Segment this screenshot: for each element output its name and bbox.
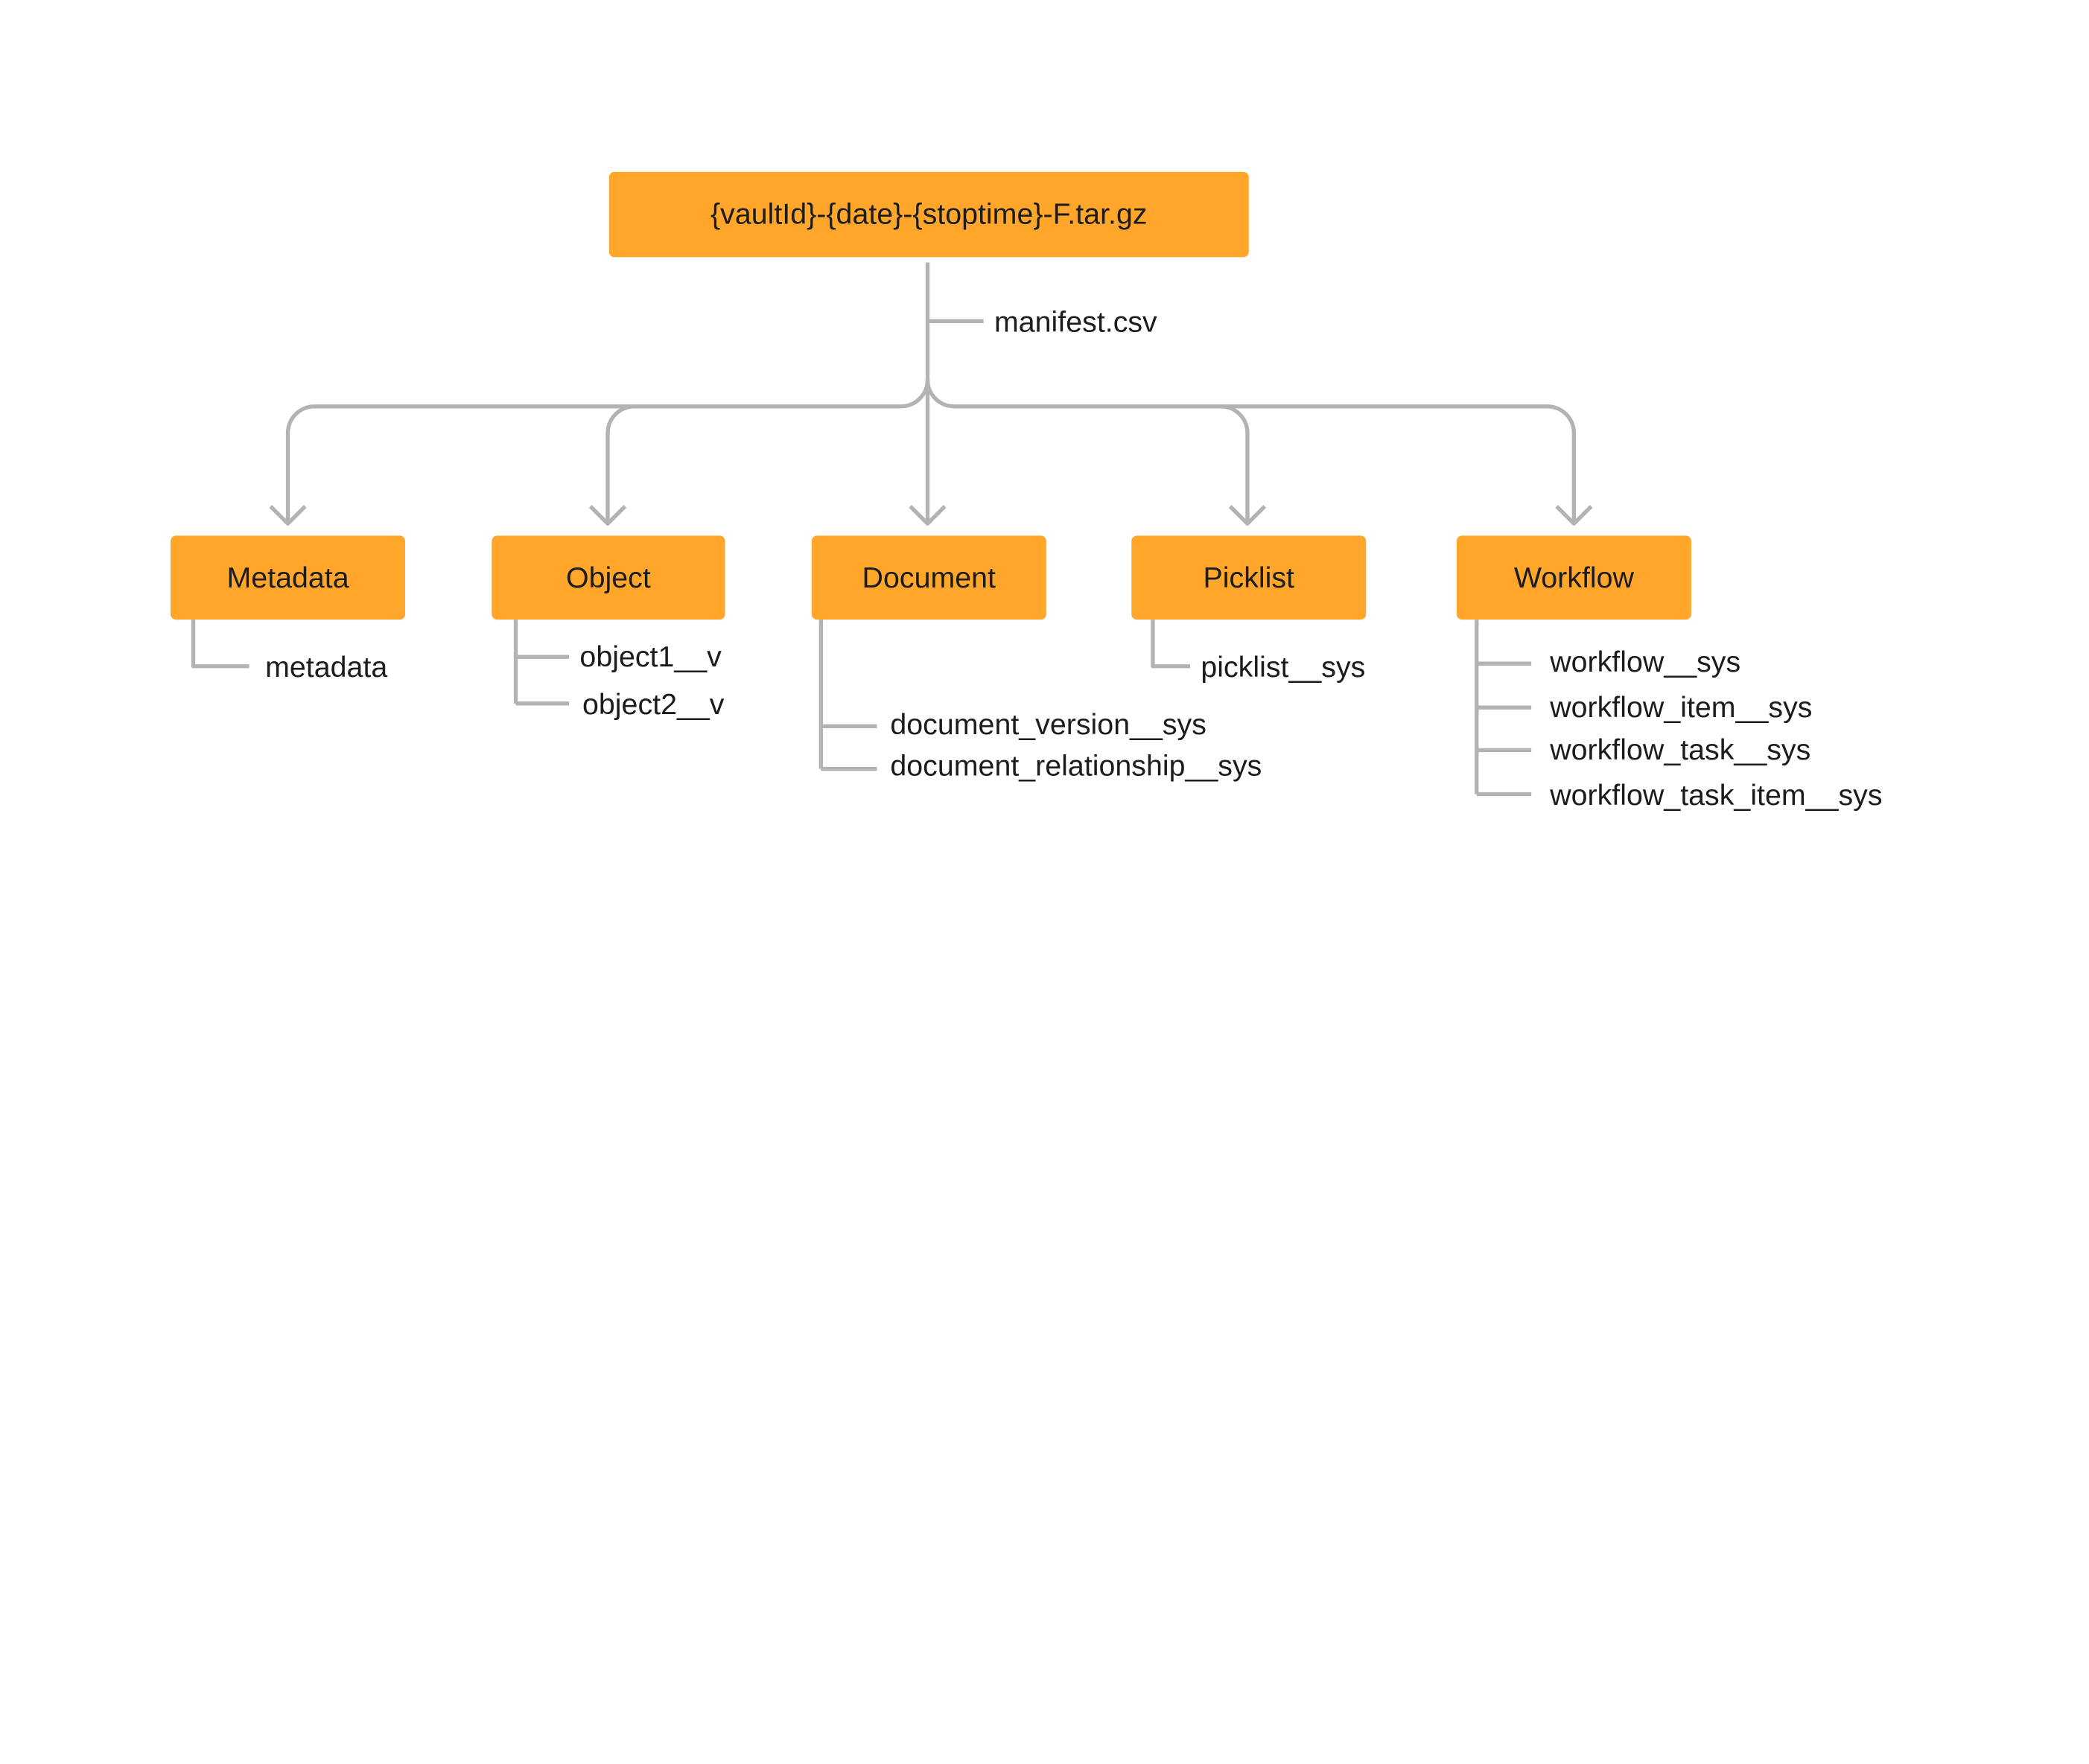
category-node-object: Object (492, 535, 725, 620)
arrowhead-metadata (269, 505, 307, 526)
category-node-document: Document (811, 535, 1046, 620)
workflow-files-line (1475, 620, 1532, 797)
manifest-file-label: manifest.csv (993, 305, 1157, 339)
file-label: workflow_task__sys (1550, 733, 1811, 766)
file-label: object1__v (579, 639, 722, 673)
metadata-files-line (191, 620, 249, 669)
category-label: Metadata (226, 560, 349, 594)
category-node-metadata: Metadata (171, 535, 406, 620)
file-label: picklist__sys (1201, 650, 1366, 684)
arrowhead-document (909, 505, 947, 526)
document-files-line (818, 620, 877, 771)
category-node-picklist: Picklist (1131, 535, 1367, 620)
category-label: Workflow (1513, 560, 1634, 594)
branch-to-workflow-line (1221, 404, 1250, 523)
object-files-line (513, 620, 570, 706)
picklist-files-line (1151, 620, 1191, 669)
arrowhead-workflow (1555, 505, 1593, 526)
root-archive-label: {vaultId}-{date}-{stoptime}-F.tar.gz (710, 197, 1148, 231)
file-label: object2__v (582, 687, 725, 722)
root-archive-node: {vaultId}-{date}-{stoptime}-F.tar.gz (608, 171, 1249, 258)
category-label: Picklist (1203, 560, 1294, 594)
file-label: metadata (265, 650, 388, 684)
category-node-workflow: Workflow (1456, 535, 1691, 620)
file-label: workflow_item__sys (1550, 690, 1813, 724)
arrowhead-object (588, 505, 627, 526)
file-label: workflow_task_item__sys (1550, 778, 1883, 812)
connector-lines (191, 262, 1593, 797)
arrowhead-picklist (1228, 505, 1267, 526)
branch-to-picklist-line (925, 379, 1577, 523)
category-label: Document (862, 560, 996, 594)
file-label: document_relationship__sys (890, 748, 1262, 783)
file-label: workflow__sys (1550, 645, 1741, 678)
category-label: Object (566, 560, 651, 594)
branch-to-object-line (605, 404, 635, 523)
file-label: document_version__sys (890, 707, 1206, 741)
